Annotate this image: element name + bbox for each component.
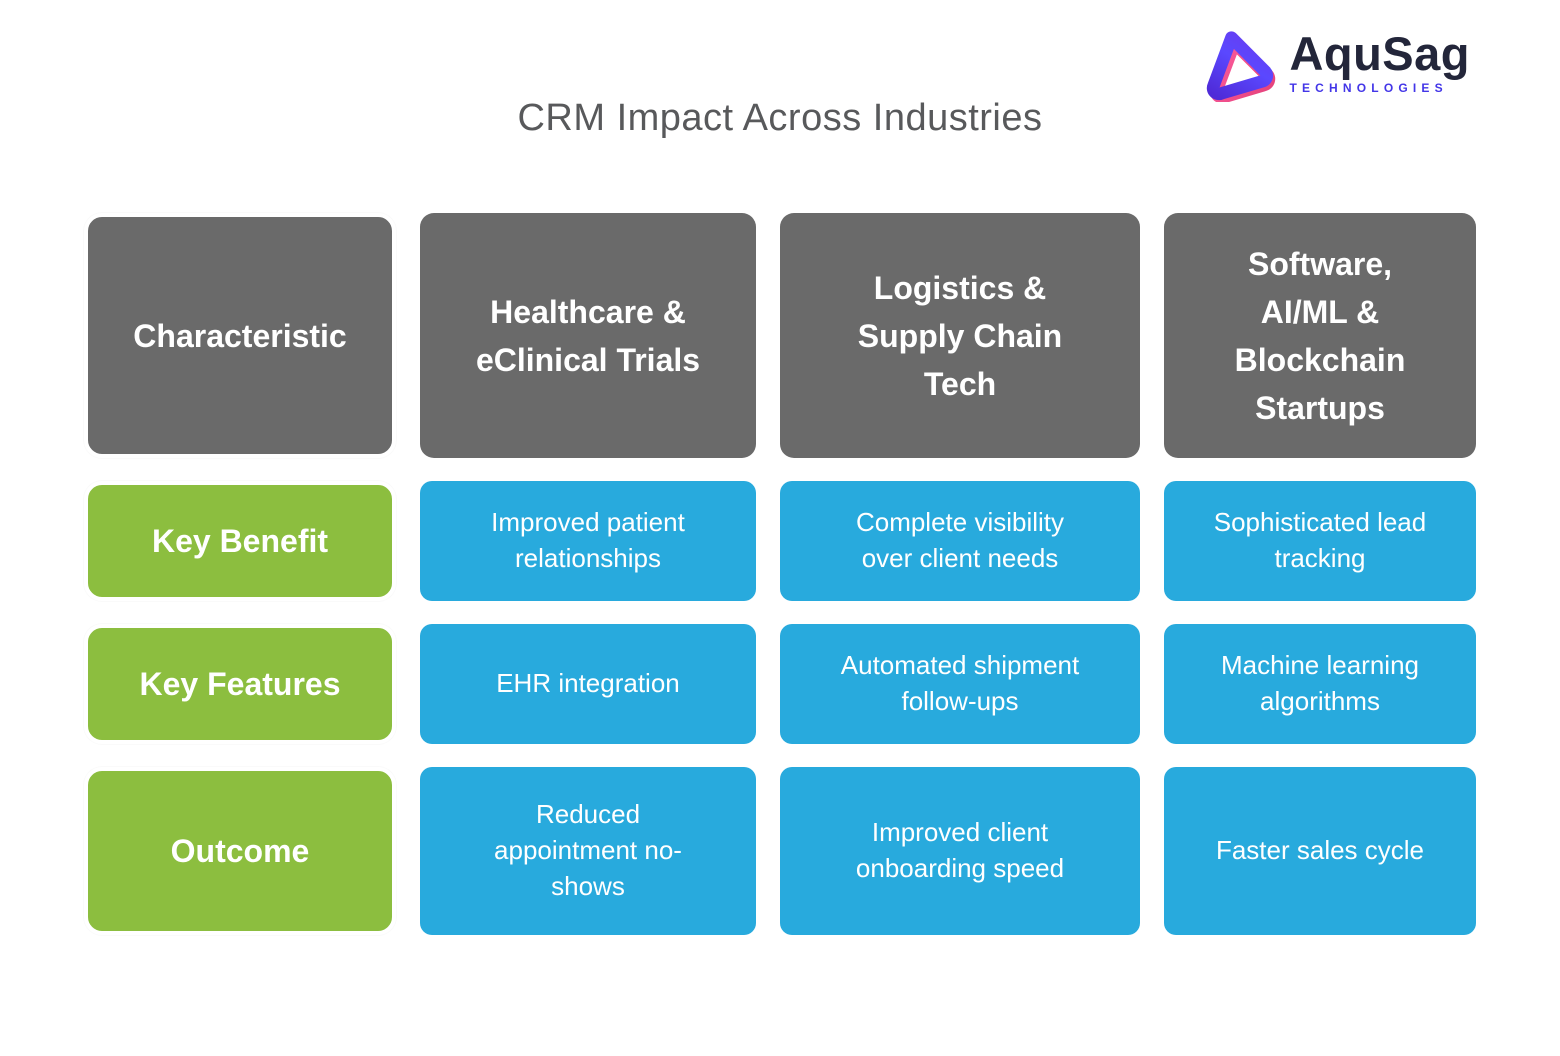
cell-text: Outcome [170,832,310,869]
cell-text: EHR integration [496,668,680,699]
value-cell-healthcare-benefit: Improved patient relationships [420,481,756,601]
value-cell-software-outcome: Faster sales cycle [1164,767,1476,935]
value-cell-software-features: Machine learning algorithms [1164,624,1476,744]
value-cell-software-benefit: Sophisticated lead tracking [1164,481,1476,601]
cell-text: Improved client onboarding speed [855,817,1065,883]
value-cell-logistics-outcome: Improved client onboarding speed [780,767,1140,935]
header-cell-logistics: Logistics & Supply Chain Tech [780,213,1140,458]
cell-text: Key Benefit [151,522,329,559]
cell-text: Complete visibility over client needs [855,507,1065,573]
cell-text: Healthcare & eClinical Trials [475,293,701,378]
value-cell-logistics-features: Automated shipment follow-ups [780,624,1140,744]
page-title: CRM Impact Across Industries [517,97,1043,139]
cell-text: Characteristic [133,317,347,354]
logo-wordmark: AquSag [1289,26,1470,80]
aqusag-logo-icon [1195,22,1279,102]
cell-text: Improved patient relationships [491,507,685,573]
logo: AquSag TECHNOLOGIES [1195,22,1470,102]
cell-text: Key Features [139,665,341,702]
cell-text: Sophisticated lead tracking [1213,507,1427,573]
value-cell-healthcare-outcome: Reduced appointment no-shows [420,767,756,935]
cell-text: Automated shipment follow-ups [840,650,1080,716]
cell-text: Faster sales cycle [1215,835,1425,866]
value-cell-logistics-benefit: Complete visibility over client needs [780,481,1140,601]
cell-text: Software, AI/ML & Blockchain Startups [1234,245,1406,426]
logo-text-block: AquSag TECHNOLOGIES [1289,26,1470,96]
cell-text: Logistics & Supply Chain Tech [857,269,1063,402]
value-cell-healthcare-features: EHR integration [420,624,756,744]
cell-text: Reduced appointment no-shows [494,799,682,901]
header-cell-healthcare: Healthcare & eClinical Trials [420,213,756,458]
cell-text: Machine learning algorithms [1220,650,1419,716]
row-label-outcome: Outcome [84,767,396,935]
header-cell-software: Software, AI/ML & Blockchain Startups [1164,213,1476,458]
comparison-table: Characteristic Healthcare & eClinical Tr… [84,213,1476,935]
row-label-key-features: Key Features [84,624,396,744]
row-label-key-benefit: Key Benefit [84,481,396,601]
logo-subtitle: TECHNOLOGIES [1289,81,1448,96]
header-cell-characteristic: Characteristic [84,213,396,458]
